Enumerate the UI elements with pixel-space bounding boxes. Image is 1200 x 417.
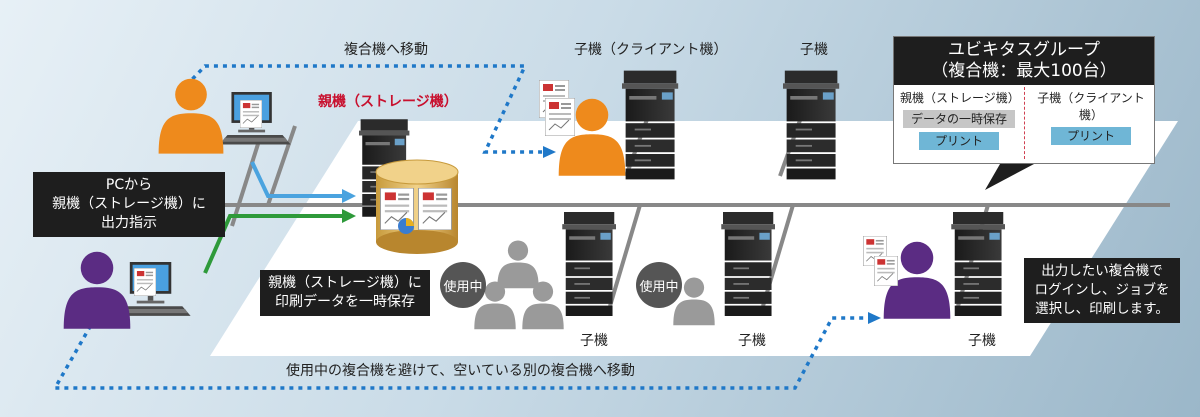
callout-line: ログインし、ジョブを [1034, 282, 1170, 298]
print-chip: プリント [1051, 127, 1131, 145]
temp-save-chip: データの一時保存 [903, 110, 1015, 128]
callout-line: 出力したい複合機で [1041, 263, 1163, 279]
blue-arrow [250, 161, 345, 198]
purple-user-icon [63, 251, 131, 329]
in-use-badge: 使用中 [440, 262, 486, 308]
client-column-title: 子機（クライアント機） [1037, 91, 1145, 122]
child-bottom-3-label: 子機 [968, 333, 996, 349]
child-top-right-label: 子機 [800, 42, 828, 58]
callout-line: 出力指示 [101, 215, 157, 231]
child-client-label: 子機（クライアント機） [574, 42, 728, 58]
storage-save-callout: 親機（ストレージ機）に 印刷データを一時保存 [260, 270, 430, 316]
client-column: 子機（クライアント機） プリント [1032, 89, 1150, 145]
user-action-callout: 出力したい複合機で ログインし、ジョブを 選択し、印刷します。 [1024, 258, 1180, 323]
callout-line: 印刷データを一時保存 [275, 294, 415, 310]
child-mfp-bottom-3 [951, 212, 1005, 316]
child-mfp-bottom-2 [721, 212, 775, 316]
orange-user-icon [158, 78, 224, 154]
document-icon [134, 268, 156, 296]
document-icon [874, 256, 898, 286]
pc-instruction-callout: PCから 親機（ストレージ機）に 出力指示 [33, 172, 225, 237]
column-divider [1024, 87, 1025, 159]
parent-storage-label: 親機（ストレージ機） [318, 94, 458, 110]
dotted-path-top [178, 64, 545, 154]
callout-line: 選択し、印刷します。 [1035, 301, 1169, 317]
move-to-free-mfp-label: 使用中の複合機を避けて、空いている別の複合機へ移動 [286, 363, 635, 379]
child-mfp-top-right [783, 70, 840, 180]
ubiquitous-group-card: ユビキタスグループ （複合機：最大100台） 親機（ストレージ機） データの一時… [893, 36, 1155, 164]
print-chip: プリント [919, 132, 999, 150]
document-icon [240, 100, 262, 128]
parent-column-title: 親機（ストレージ機） [900, 91, 1020, 105]
group-card-pointer [985, 164, 1034, 190]
child-bottom-2-label: 子機 [738, 333, 766, 349]
callout-line: PCから [105, 177, 153, 193]
blue-arrow-head [342, 189, 356, 203]
in-use-badge: 使用中 [636, 262, 682, 308]
child-bottom-1-label: 子機 [580, 333, 608, 349]
dotted-path-top-head [543, 146, 556, 158]
document-icon [545, 98, 575, 136]
green-arrow-head [342, 209, 356, 223]
green-arrow [203, 214, 345, 274]
group-card-title: ユビキタスグループ （複合機：最大100台） [894, 37, 1154, 85]
move-to-mfp-label: 複合機へ移動 [344, 42, 428, 58]
callout-line: 親機（ストレージ機）に [268, 275, 422, 291]
group-card-title-line: （複合機：最大100台） [931, 61, 1117, 81]
client-mfp [622, 70, 679, 180]
storage-database-icon [375, 159, 459, 254]
parent-column: 親機（ストレージ機） データの一時保存 プリント [900, 89, 1020, 150]
child-mfp-bottom-1 [562, 212, 616, 316]
dotted-path-bottom [51, 316, 870, 390]
group-card-title-line: ユビキタスグループ [948, 40, 1100, 60]
callout-line: 親機（ストレージ機）に [52, 196, 206, 212]
dotted-path-bottom-head [868, 312, 881, 324]
